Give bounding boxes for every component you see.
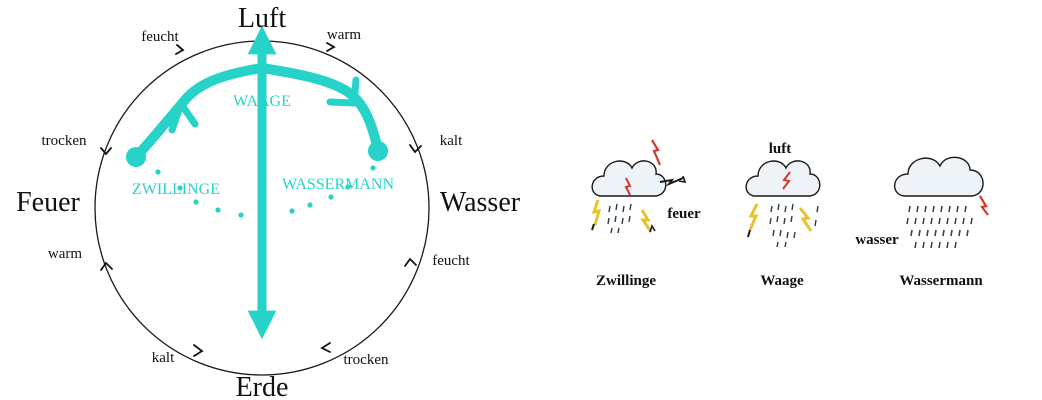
storm-cloud-icon [745, 160, 821, 248]
storm-cloud-icon [591, 139, 687, 234]
cloud-waage: luft Waage [745, 141, 821, 289]
left-branch-arrow [133, 63, 267, 160]
element-label-right: Wasser [440, 187, 521, 218]
sign-label-center: WAAGE [233, 93, 291, 110]
rain-cloud-icon [894, 156, 989, 249]
quality-label-top-right: warm [327, 27, 361, 43]
chevron-icon [404, 257, 417, 267]
quality-label-lower-left: warm [48, 246, 82, 262]
cloud-wassermann: wasser Wassermann [855, 156, 989, 289]
quality-label-bottom-left: kalt [152, 350, 175, 366]
quality-label-top-left: feucht [141, 29, 179, 45]
quality-label-bottom-right: trocken [344, 352, 389, 368]
element-label-bottom: Erde [236, 372, 289, 400]
quality-label-upper-left: trocken [42, 133, 87, 149]
cloud-caption-wassermann: Wassermann [899, 273, 983, 289]
element-label-left: Feuer [16, 187, 80, 218]
dotted-arc-left [155, 169, 244, 218]
left-branch-end-dot [126, 147, 146, 167]
element-label-top: Luft [238, 3, 286, 34]
chevron-icon [100, 261, 113, 271]
dotted-arc-right [289, 165, 376, 214]
circle-direction-arrows [100, 42, 422, 357]
chevron-icon [320, 342, 331, 353]
right-branch-arrow [257, 63, 383, 155]
quality-label-lower-right: feucht [432, 253, 470, 269]
right-branch-end-dot [368, 141, 388, 161]
right-branch-chevron [326, 76, 360, 107]
air-sign-arrows [126, 25, 388, 340]
sign-label-right: WASSERMANN [282, 176, 394, 193]
chevron-icon [175, 44, 185, 55]
cloud-sublabel-zwillinge: feuer [667, 206, 701, 222]
cloud-sublabel-waage: luft [769, 141, 792, 157]
quality-label-upper-right: kalt [440, 133, 463, 149]
sign-label-left: ZWILLINGE [132, 181, 220, 198]
cloud-caption-zwillinge: Zwillinge [596, 273, 656, 289]
chevron-icon [326, 42, 336, 52]
chevron-icon [409, 144, 422, 154]
left-branch-chevron [168, 100, 199, 134]
cloud-zwillinge: feuer Zwillinge [591, 139, 701, 289]
cloud-sublabel-wassermann: wasser [855, 232, 899, 248]
chevron-icon [100, 147, 112, 156]
chevron-icon [193, 344, 204, 357]
cloud-caption-waage: Waage [760, 273, 804, 289]
